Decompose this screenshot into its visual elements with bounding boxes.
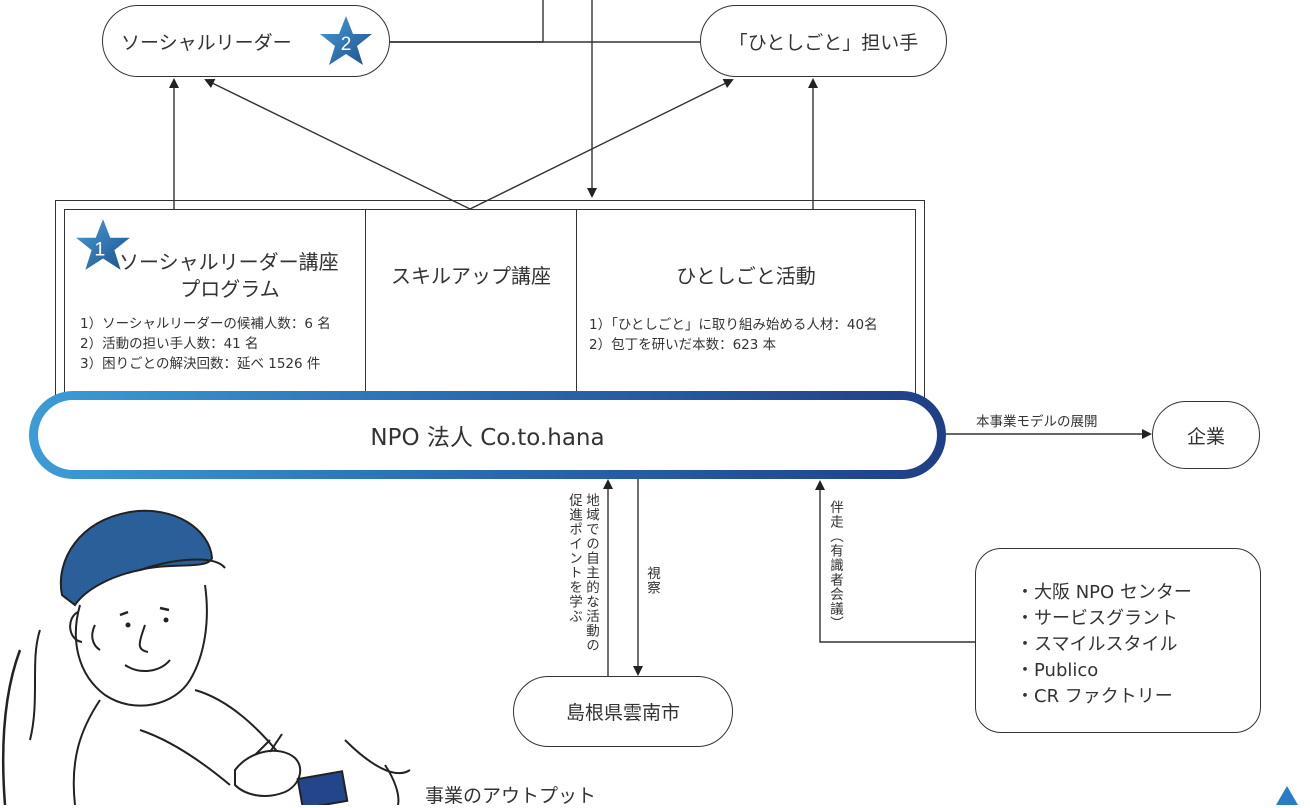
arrow-skillup-to-leader	[204, 79, 471, 210]
footer-caption: 事業のアウトプット	[425, 785, 597, 807]
list-item: 2）活動の担い手人数：41 名	[80, 336, 259, 352]
star-number-1: 1	[94, 238, 105, 260]
program-skill-up: スキルアップ講座	[366, 210, 577, 399]
program-hitoshigoto: ひとしごと活動 1）「ひとしごと」に取り組み始める人材：40名 2）包丁を研いだ…	[577, 210, 915, 399]
list-item: 2）包丁を研いだ本数：623 本	[589, 337, 777, 353]
list-item: ・スマイルスタイル	[1016, 634, 1178, 655]
social-leader-node: ソーシャルリーダー 2	[102, 5, 390, 77]
accompany-label: 伴走（有識者会議）	[827, 500, 843, 631]
inspection-label: 視察	[644, 566, 660, 595]
list-item: 1）「ひとしごと」に取り組み始める人材：40名	[589, 317, 878, 333]
hitoshigoto-bearer-label: 「ひとしごと」担い手	[728, 31, 919, 54]
social-leader-label: ソーシャルリーダー	[121, 31, 292, 54]
list-item: ・Publico	[1016, 660, 1099, 681]
program1-list: 1）ソーシャルリーダーの候補人数：6 名 2）活動の担い手人数：41 名 3）困…	[80, 314, 331, 374]
corner-triangle-icon	[1276, 786, 1298, 805]
program3-list: 1）「ひとしごと」に取り組み始める人材：40名 2）包丁を研いだ本数：623 本	[589, 315, 878, 355]
expansion-label: 本事業モデルの展開	[976, 414, 1098, 430]
arrow-partners-to-npo	[815, 480, 975, 643]
arrow-skillup-to-bearer	[469, 79, 734, 210]
program1-title-line2: プログラム	[180, 277, 280, 301]
program1-title-line1: ソーシャルリーダー講座	[119, 250, 339, 274]
line-top-to-social-leader	[390, 0, 544, 43]
programs-box: 1 ソーシャルリーダー講座 プログラム 1）ソーシャルリーダーの候補人数：6 名…	[64, 209, 916, 400]
npo-node: NPO 法人 Co.to.hana	[29, 391, 946, 479]
star-icon: 1	[76, 219, 130, 270]
star-number-2: 2	[341, 34, 352, 55]
craftsman-illustration	[1, 509, 411, 805]
learn-label: 地域での自主的な活動の促進ポイントを学ぶ	[566, 493, 599, 653]
list-item: ・サービスグラント	[1016, 608, 1178, 629]
npo-label: NPO 法人 Co.to.hana	[38, 400, 937, 470]
program-social-leader: 1 ソーシャルリーダー講座 プログラム 1）ソーシャルリーダーの候補人数：6 名…	[65, 210, 366, 399]
program3-title: ひとしごと活動	[676, 264, 816, 288]
unnan-label: 島根県雲南市	[565, 702, 680, 724]
list-item: 3）困りごとの解決回数：延べ 1526 件	[80, 356, 321, 372]
hitoshigoto-bearer-node: 「ひとしごと」担い手	[700, 5, 947, 77]
partners-box: ・大阪 NPO センター ・サービスグラント ・スマイルスタイル ・Public…	[975, 548, 1261, 733]
unnan-node: 島根県雲南市	[513, 676, 733, 747]
list-item: ・CR ファクトリー	[1016, 686, 1173, 707]
list-item: ・大阪 NPO センター	[1016, 582, 1192, 603]
company-node: 企業	[1152, 401, 1260, 469]
star-icon: 2	[320, 16, 372, 65]
program2-title: スキルアップ講座	[391, 264, 551, 288]
company-label: 企業	[1186, 425, 1225, 448]
list-item: 1）ソーシャルリーダーの候補人数：6 名	[80, 316, 331, 332]
